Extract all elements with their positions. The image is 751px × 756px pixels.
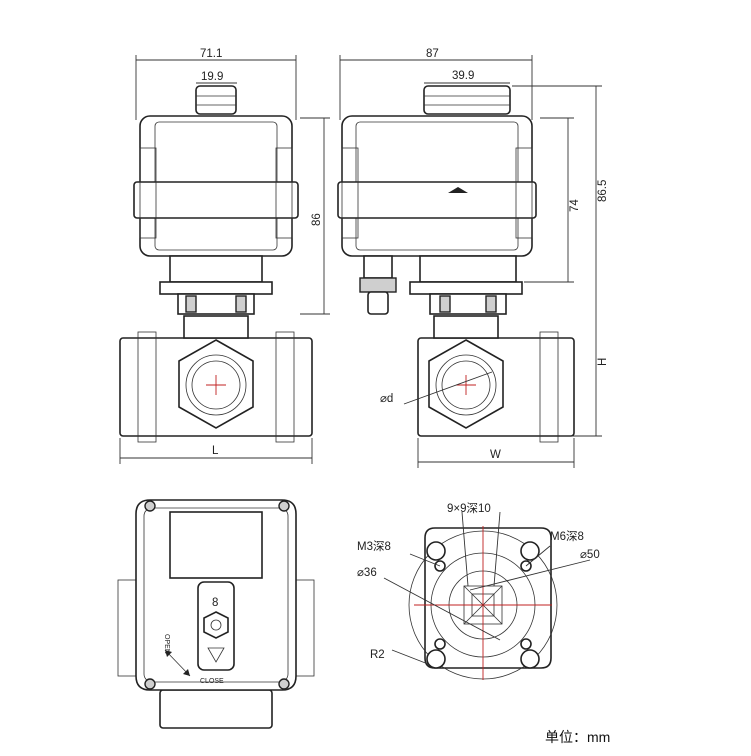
top-close-label: CLOSE bbox=[200, 678, 224, 685]
top-display-window bbox=[169, 511, 263, 579]
flange-m3-label: M3深8 bbox=[357, 539, 391, 553]
front-height-label: 86 bbox=[311, 213, 323, 226]
top-arrow-icon bbox=[207, 647, 225, 663]
flange-inner-diameter-label: ⌀36 bbox=[357, 567, 377, 579]
top-indicator-number: 8 bbox=[212, 597, 218, 609]
front-view: 71.1 19.9 86 bbox=[119, 48, 330, 464]
flange-square bbox=[424, 527, 552, 669]
flange-m6-label: M6深8 bbox=[550, 529, 584, 543]
diameter-leader bbox=[403, 371, 493, 405]
front-knob bbox=[195, 85, 237, 115]
side-diameter-label: ⌀d bbox=[380, 393, 393, 405]
flange-square-drive-label: 9×9深10 bbox=[447, 501, 491, 515]
top-view: 8 OPEN CLOSE bbox=[117, 499, 315, 729]
front-length-label: L bbox=[212, 445, 219, 457]
flange-view: 9×9深10 M3深8 M6深8 ⌀36 ⌀50 R2 bbox=[357, 501, 600, 680]
side-neck bbox=[419, 255, 517, 283]
side-band bbox=[337, 181, 537, 219]
top-open-label: OPEN bbox=[163, 634, 170, 654]
side-width-label: 87 bbox=[426, 48, 439, 60]
side-knob bbox=[423, 85, 511, 115]
front-neck bbox=[169, 255, 263, 283]
side-width-w-label: W bbox=[490, 449, 501, 461]
front-knob-label: 19.9 bbox=[201, 71, 223, 83]
front-band bbox=[133, 181, 299, 219]
flange-radius-label: R2 bbox=[370, 649, 385, 661]
front-width-label: 71.1 bbox=[200, 48, 222, 60]
unit-label: 单位：mm bbox=[545, 729, 611, 745]
side-body-height-label: 74 bbox=[569, 199, 581, 212]
side-total-height-label: 86.5 bbox=[597, 180, 609, 202]
side-pipe-height-label: H bbox=[597, 358, 609, 366]
side-knob-label: 39.9 bbox=[452, 70, 474, 82]
side-cable-gland bbox=[363, 255, 393, 279]
side-view: 87 39.9 ⌀d bbox=[337, 48, 609, 468]
top-bottom-port bbox=[159, 689, 273, 729]
flange-outer-diameter-label: ⌀50 bbox=[580, 549, 600, 561]
